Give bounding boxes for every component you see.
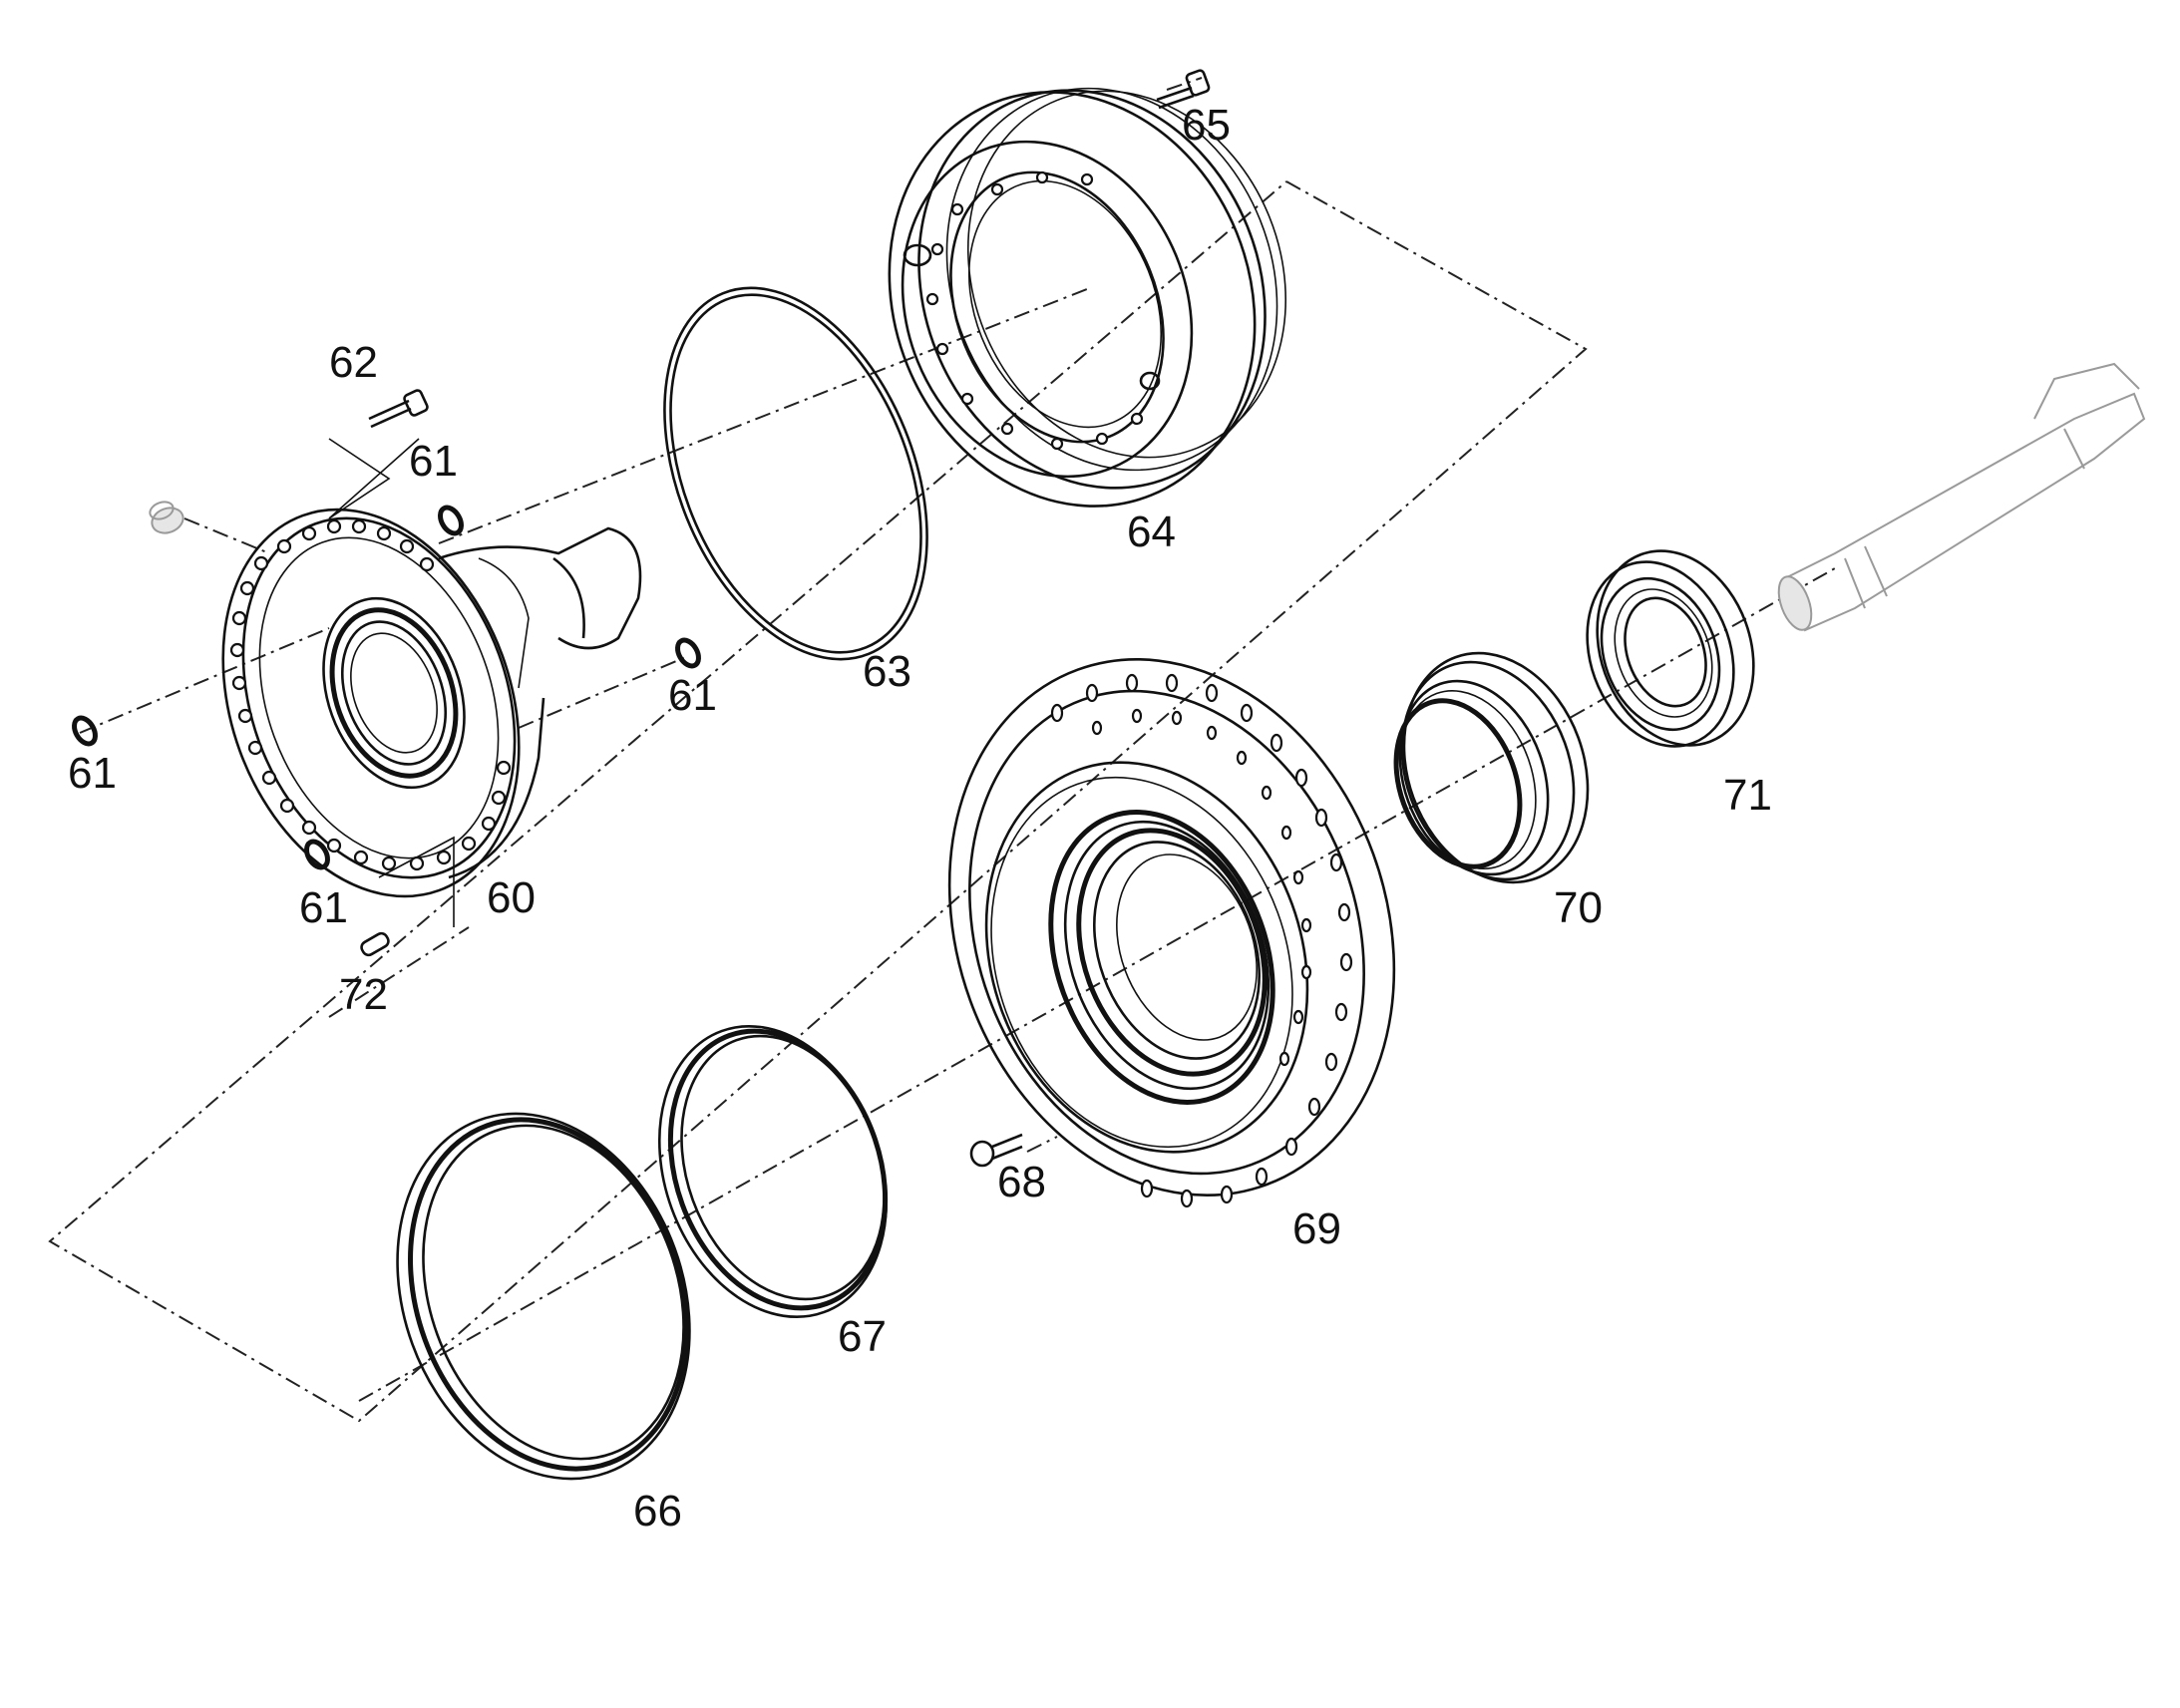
part-64-cover bbox=[888, 87, 1287, 508]
part-60-housing bbox=[221, 508, 642, 898]
callout-71: 71 bbox=[1723, 771, 1772, 820]
callout-66: 66 bbox=[633, 1487, 682, 1536]
part-72-pin bbox=[360, 931, 390, 957]
bolt-circle-holes bbox=[229, 518, 512, 871]
callout-68: 68 bbox=[997, 1158, 1046, 1206]
callout-61: 61 bbox=[68, 749, 117, 798]
callout-labels: 60 61 61 61 61 62 63 64 65 66 67 68 69 7… bbox=[68, 101, 1772, 1536]
part-71-bearing bbox=[1586, 549, 1755, 748]
callout-69: 69 bbox=[1292, 1204, 1341, 1253]
callout-63: 63 bbox=[863, 647, 911, 696]
callout-60: 60 bbox=[487, 873, 536, 922]
callout-61: 61 bbox=[299, 883, 348, 932]
callout-64: 64 bbox=[1127, 508, 1176, 556]
part-63-seal-ring bbox=[663, 286, 928, 661]
shaft-grey bbox=[1777, 362, 2146, 632]
part-65-screw bbox=[1156, 69, 1211, 110]
part-68-bolt bbox=[969, 1133, 1023, 1168]
flange-holes bbox=[1050, 673, 1353, 1208]
callout-70: 70 bbox=[1554, 883, 1603, 932]
plug-grey bbox=[149, 501, 184, 534]
callout-67: 67 bbox=[838, 1312, 887, 1361]
callout-61: 61 bbox=[409, 437, 458, 486]
callout-65: 65 bbox=[1182, 101, 1231, 150]
part-61-o-rings bbox=[72, 505, 701, 870]
callout-62: 62 bbox=[329, 338, 378, 387]
callout-61: 61 bbox=[668, 671, 717, 720]
cover-holes bbox=[925, 171, 1144, 451]
part-69-hub bbox=[947, 658, 1396, 1208]
part-66-large-ring bbox=[396, 1112, 691, 1481]
callout-72: 72 bbox=[339, 970, 388, 1019]
part-70-seal bbox=[1393, 651, 1590, 884]
center-lines bbox=[79, 77, 1836, 1402]
assembly-outline bbox=[48, 180, 1588, 1423]
part-62-screw bbox=[368, 389, 429, 429]
part-67-ring bbox=[657, 1024, 889, 1319]
